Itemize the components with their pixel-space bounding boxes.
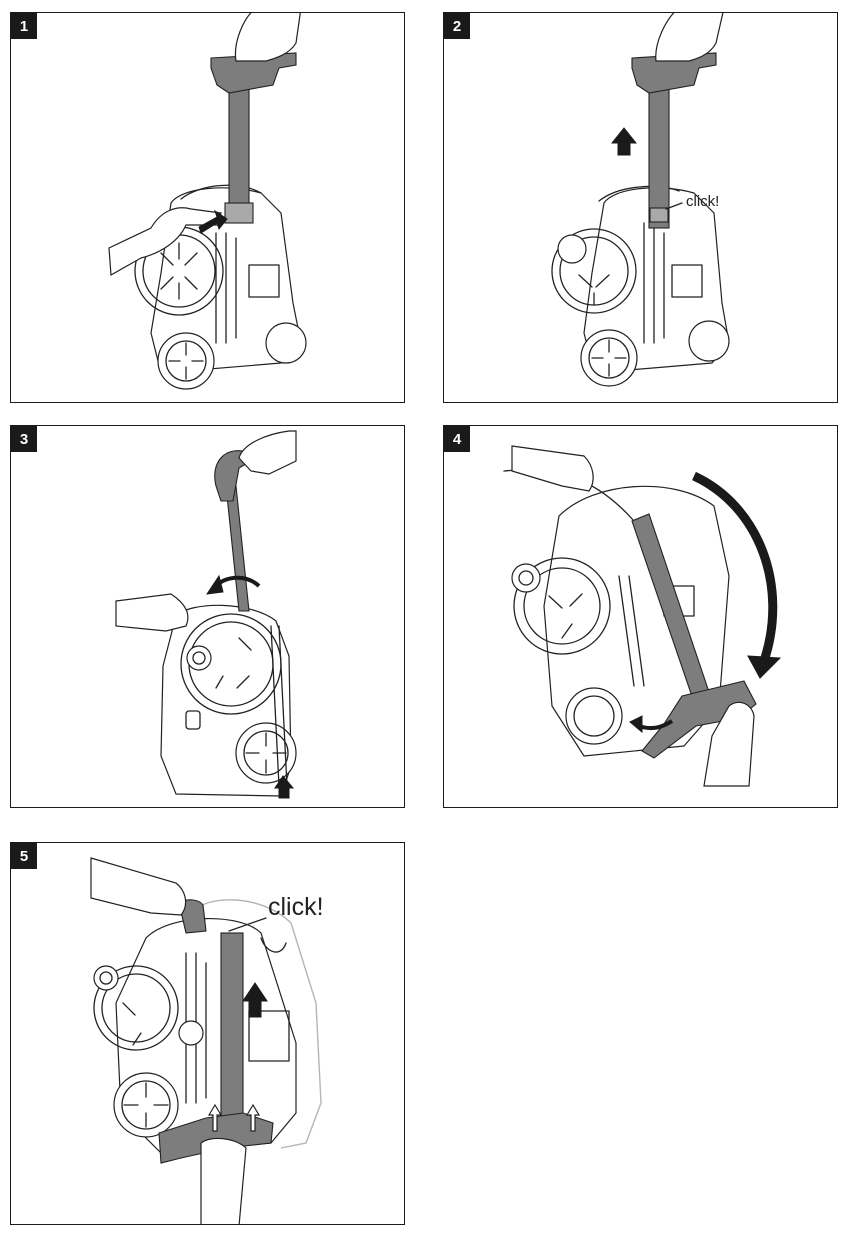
step-panel-1: 1 <box>10 12 405 403</box>
step-panel-3: 3 <box>10 425 405 808</box>
step-2-illustration: click! <box>444 13 838 403</box>
click-callout: click! <box>686 193 719 210</box>
step-panel-4: 4 <box>443 425 838 808</box>
step-5-illustration: click! <box>11 843 405 1225</box>
step-4-illustration <box>444 426 838 808</box>
step-number-badge: 1 <box>11 13 37 39</box>
step-1-illustration <box>11 13 405 403</box>
step-number-badge: 4 <box>444 426 470 452</box>
step-panel-2: click! 2 <box>443 12 838 403</box>
step-number-badge: 3 <box>11 426 37 452</box>
step-number-badge: 2 <box>444 13 470 39</box>
step-panel-5: click! 5 <box>10 842 405 1225</box>
step-number-badge: 5 <box>11 843 37 869</box>
step-3-illustration <box>11 426 405 808</box>
click-callout: click! <box>268 893 324 921</box>
